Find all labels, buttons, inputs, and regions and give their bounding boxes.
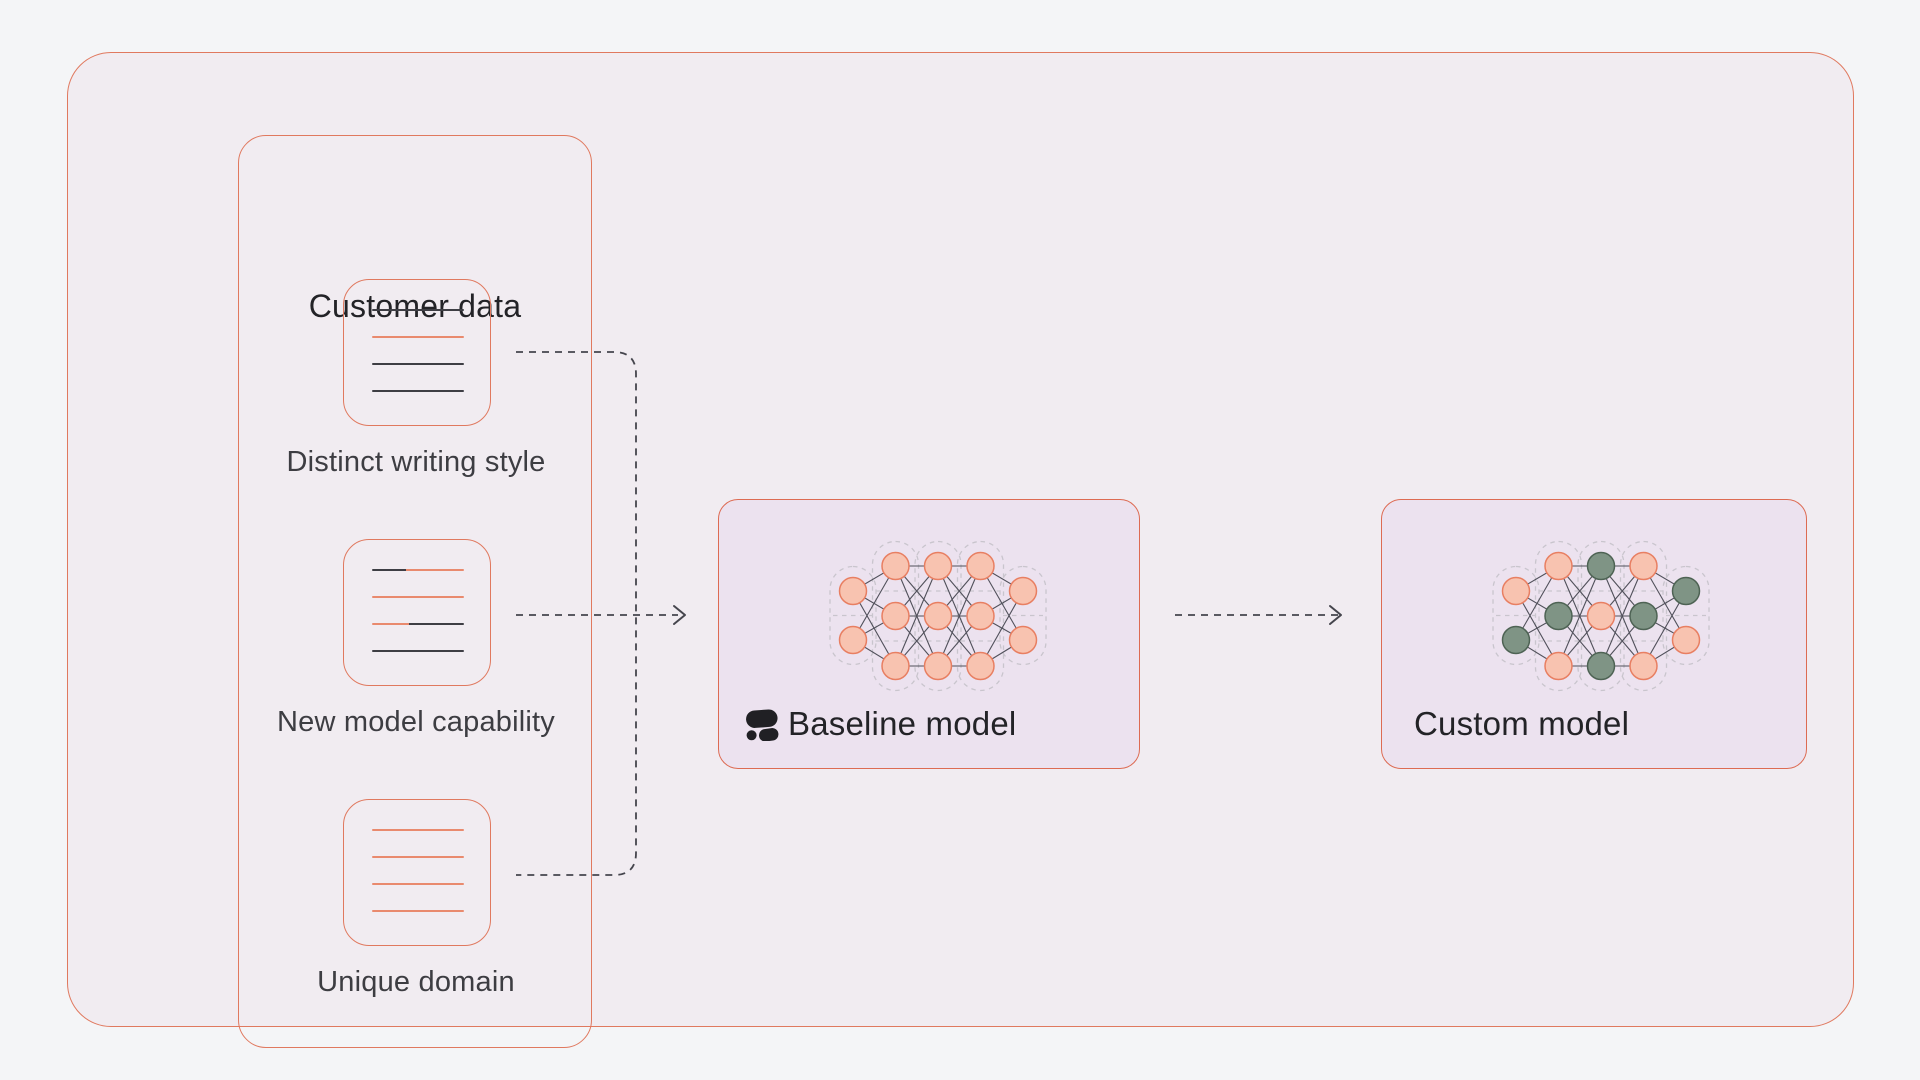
network-node-salmon bbox=[966, 651, 995, 681]
network-node-green bbox=[1586, 551, 1616, 581]
network-node-green bbox=[1544, 601, 1573, 631]
network-node-green bbox=[1671, 576, 1701, 606]
node-capsule-outline bbox=[829, 565, 877, 666]
network-node-salmon bbox=[923, 551, 953, 581]
network-node-salmon bbox=[881, 551, 910, 581]
network-node-salmon bbox=[838, 625, 868, 655]
document-icon bbox=[343, 279, 491, 426]
network-node-salmon bbox=[1629, 551, 1658, 581]
network-edge-line bbox=[894, 565, 939, 667]
baseline-model-label: Baseline model bbox=[788, 705, 1017, 742]
network-node-salmon bbox=[881, 601, 910, 631]
document-label: Distinct writing style bbox=[286, 446, 546, 478]
network-edge-line bbox=[980, 590, 1024, 667]
document-line bbox=[372, 910, 464, 912]
network-node-salmon bbox=[1008, 576, 1038, 606]
document-line bbox=[372, 883, 464, 885]
network-edge-line bbox=[937, 565, 982, 667]
document-line bbox=[372, 336, 464, 338]
baseline-model-box: Baseline model bbox=[718, 499, 1140, 769]
network-node-salmon bbox=[1544, 651, 1573, 681]
network-edge-line bbox=[1643, 590, 1687, 667]
network-node-green bbox=[1501, 625, 1531, 655]
document-label: New model capability bbox=[276, 706, 555, 738]
network-node-green bbox=[1586, 651, 1616, 681]
network-node-green bbox=[1629, 601, 1658, 631]
document-icon bbox=[343, 799, 491, 946]
custom-neural-network-illustration bbox=[1492, 540, 1710, 692]
document-icon bbox=[343, 539, 491, 686]
customer-data-panel: Customer data Distinct writing style New… bbox=[238, 135, 592, 1048]
document-line bbox=[372, 856, 464, 858]
document-line bbox=[372, 363, 464, 365]
network-node-salmon bbox=[966, 551, 995, 581]
node-capsule-outline bbox=[871, 540, 920, 692]
baseline-neural-network-illustration bbox=[829, 540, 1047, 692]
document-label: Unique domain bbox=[317, 966, 515, 998]
network-node-salmon bbox=[1008, 625, 1038, 655]
node-capsule-outline bbox=[999, 565, 1047, 666]
arrow-head-icon bbox=[1329, 605, 1342, 625]
document-line bbox=[372, 596, 464, 598]
network-edge-line bbox=[1600, 565, 1645, 667]
node-capsule-outline bbox=[1662, 565, 1710, 666]
custom-model-label: Custom model bbox=[1414, 705, 1630, 742]
custom-model-box: Custom model bbox=[1381, 499, 1807, 769]
network-edge-line bbox=[1557, 565, 1602, 667]
document-line bbox=[372, 569, 464, 571]
diagram-outer-panel: Customer data Distinct writing style New… bbox=[67, 52, 1854, 1048]
network-node-salmon bbox=[1586, 601, 1616, 631]
document-line bbox=[372, 650, 464, 652]
document-line bbox=[372, 390, 464, 392]
document-line bbox=[372, 829, 464, 831]
network-node-salmon bbox=[966, 601, 995, 631]
three-blob-logo-icon bbox=[746, 708, 779, 741]
network-node-salmon bbox=[1501, 576, 1531, 606]
network-node-salmon bbox=[1629, 651, 1658, 681]
network-node-salmon bbox=[838, 576, 868, 606]
network-node-salmon bbox=[1544, 551, 1573, 581]
network-node-salmon bbox=[923, 651, 953, 681]
node-capsule-outline bbox=[1534, 540, 1583, 692]
node-capsule-outline bbox=[1492, 565, 1540, 666]
document-line bbox=[372, 623, 464, 625]
document-line bbox=[372, 309, 464, 311]
network-node-salmon bbox=[881, 651, 910, 681]
arrow-head-icon bbox=[673, 605, 686, 625]
network-node-salmon bbox=[923, 601, 953, 631]
network-node-salmon bbox=[1671, 625, 1701, 655]
